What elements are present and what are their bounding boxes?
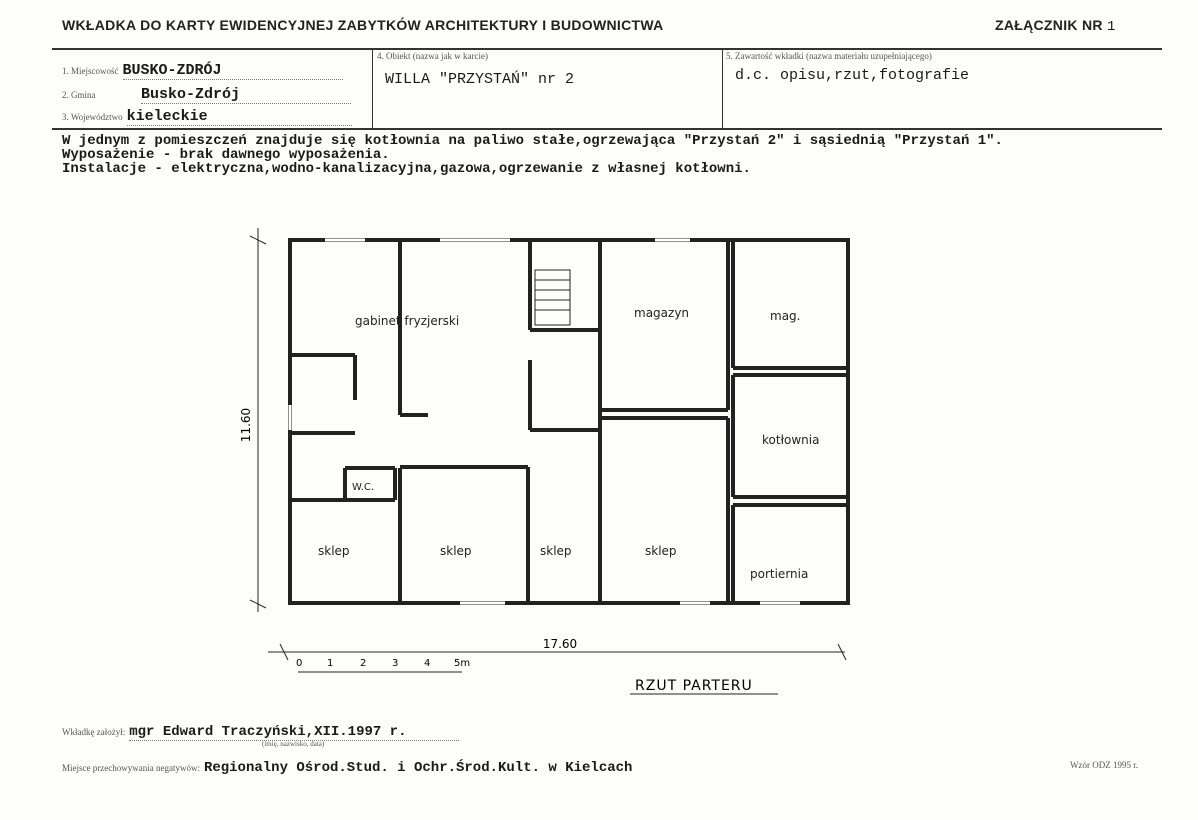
- dim-height: 11.60: [239, 408, 253, 442]
- attachment-label-text: ZAŁĄCZNIK NR: [995, 17, 1103, 33]
- value: kieleckie: [126, 108, 352, 126]
- label: 3. Województwo: [62, 112, 123, 122]
- description: W jednym z pomieszczeń znajduje się kotł…: [62, 134, 1003, 176]
- description-line: W jednym z pomieszczeń znajduje się kotł…: [62, 133, 1003, 149]
- room-portiernia: portiernia: [750, 567, 808, 581]
- value: Busko-Zdrój: [141, 86, 351, 104]
- obiekt-label: 4. Obiekt (nazwa jak w karcie): [377, 51, 488, 61]
- room-wc: W.C.: [352, 482, 374, 493]
- room-mag: mag.: [770, 309, 800, 323]
- room-gabinet: gabinet fryzjerski: [355, 314, 459, 328]
- value: Regionalny Ośrod.Stud. i Ochr.Środ.Kult.…: [203, 760, 633, 776]
- zalozyl-hint: (imię, nazwisko, data): [262, 740, 325, 748]
- room-sklep: sklep: [318, 544, 350, 558]
- room-sklep: sklep: [540, 544, 572, 558]
- scale-tick: 3: [392, 658, 398, 669]
- stairs-icon: [534, 269, 571, 326]
- windows: [288, 238, 800, 605]
- room-kotlownia: kotłownia: [762, 433, 819, 447]
- label: Wkładkę założył:: [62, 727, 126, 737]
- label: 1. Miejscowość: [62, 66, 119, 76]
- scale-bar: 0 1 2 3 4 5m: [296, 658, 470, 669]
- scale-tick: 5m: [454, 658, 470, 669]
- scale-tick: 2: [360, 658, 366, 669]
- field-zalozyl: Wkładkę założył:mgr Edward Traczyński,XI…: [62, 724, 460, 741]
- attachment-number: 1: [1107, 19, 1116, 35]
- description-line: Instalacje - elektryczna,wodno-kanalizac…: [62, 161, 751, 177]
- attachment-label: ZAŁĄCZNIK NR 1: [995, 17, 1116, 35]
- field-miejsce: Miejsce przechowywania negatywów:Regiona…: [62, 760, 632, 776]
- dimension-lines: [249, 228, 847, 673]
- room-magazyn: magazyn: [634, 306, 689, 320]
- scale-tick: 0: [296, 658, 302, 669]
- field-gmina: 2. Gmina Busko-Zdrój: [62, 86, 351, 104]
- dim-width: 17.60: [543, 637, 577, 651]
- description-line: Wyposażenie - brak dawnego wyposażenia.: [62, 147, 390, 163]
- walls: [288, 238, 850, 605]
- form-version: Wzór ODZ 1995 r.: [1070, 760, 1138, 770]
- value: BUSKO-ZDRÓJ: [122, 62, 343, 80]
- label: 2. Gmina: [62, 90, 96, 100]
- room-labels: gabinet fryzjerski magazyn mag. kotłowni…: [318, 306, 819, 581]
- zawartosc-label: 5. Zawartość wkładki (nazwa materiału uz…: [726, 51, 932, 61]
- value: mgr Edward Traczyński,XII.1997 r.: [129, 724, 460, 741]
- form-title: WKŁADKA DO KARTY EWIDENCYJNEJ ZABYTKÓW A…: [62, 17, 664, 33]
- floor-plan: gabinet fryzjerski magazyn mag. kotłowni…: [239, 228, 850, 695]
- plan-caption: RZUT PARTERU: [635, 678, 753, 694]
- label: Miejsce przechowywania negatywów:: [62, 763, 200, 773]
- scale-tick: 4: [424, 658, 430, 669]
- obiekt-value: WILLA "PRZYSTAŃ" nr 2: [385, 71, 575, 88]
- room-sklep: sklep: [440, 544, 472, 558]
- zawartosc-value: d.c. opisu,rzut,fotografie: [735, 67, 970, 84]
- room-sklep: sklep: [645, 544, 677, 558]
- scale-tick: 1: [327, 658, 333, 669]
